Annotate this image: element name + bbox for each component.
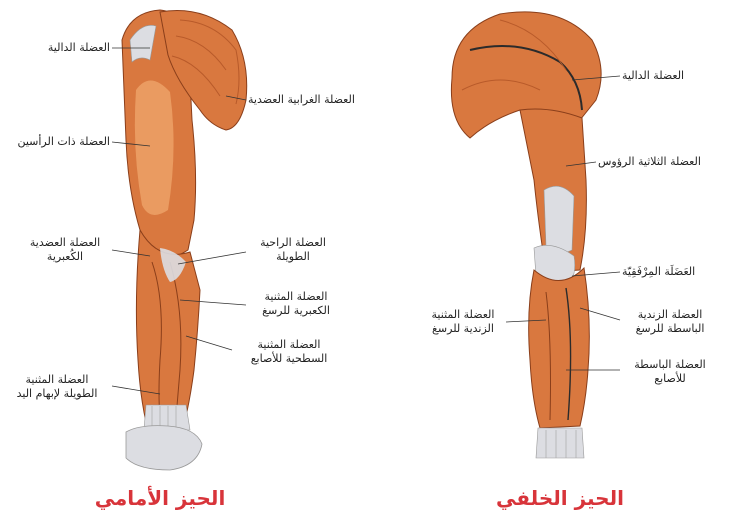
label-anterior-palmaris-longus: العضلة الراحية الطويلة: [248, 236, 338, 264]
label-line: السطحية للأصابع: [234, 352, 344, 366]
label-line: للأصابع: [622, 372, 718, 386]
label-anterior-coracobrachialis: العضلة الغرابية العضدية: [248, 93, 384, 107]
label-posterior-extensor-digitorum: العضلة الباسطة للأصابع: [622, 358, 718, 386]
label-line: العضلة المثنية: [420, 308, 506, 322]
label-posterior-anconeus: العَضَلَة المِرْفَقِيّة: [622, 265, 722, 279]
caption-posterior-compartment: الحيز الخلفي: [460, 486, 660, 510]
label-line: الطويلة: [248, 250, 338, 264]
label-anterior-brachioradialis: العضلة العضدية الكُعبرية: [20, 236, 110, 264]
label-line: العضلة المثنية: [234, 338, 344, 352]
label-line: العضلة المثنية: [2, 373, 112, 387]
label-posterior-triceps: العضلة الثلاثية الرؤوس: [598, 155, 724, 169]
label-anterior-flexor-pollicis-longus: العضلة المثنية الطويلة لإبهام اليد: [2, 373, 112, 401]
posterior-arm-figure: [451, 12, 601, 458]
label-line: الباسطة للرسغ: [622, 322, 718, 336]
label-line: العضلة المثنية: [248, 290, 344, 304]
label-posterior-extensor-carpi-ulnaris: العضلة الزندية الباسطة للرسغ: [622, 308, 718, 336]
label-line: الكعبرية للرسغ: [248, 304, 344, 318]
label-anterior-flexor-digitorum-superficialis: العضلة المثنية السطحية للأصابع: [234, 338, 344, 366]
label-anterior-deltoid: العضلة الدالية: [8, 41, 110, 55]
anterior-arm-figure: [122, 10, 247, 470]
label-line: الزندية للرسغ: [420, 322, 506, 336]
label-anterior-biceps: العضلة ذات الرأسين: [4, 135, 110, 149]
label-posterior-deltoid: العضلة الدالية: [622, 69, 722, 83]
label-line: الطويلة لإبهام اليد: [2, 387, 112, 401]
label-posterior-flexor-carpi-ulnaris: العضلة المثنية الزندية للرسغ: [420, 308, 506, 336]
label-line: العضلة الزندية: [622, 308, 718, 322]
label-line: الكُعبرية: [20, 250, 110, 264]
label-anterior-flexor-carpi-radialis: العضلة المثنية الكعبرية للرسغ: [248, 290, 344, 318]
label-line: العضلة العضدية: [20, 236, 110, 250]
label-line: العضلة الراحية: [248, 236, 338, 250]
label-line: العضلة الباسطة: [622, 358, 718, 372]
caption-anterior-compartment: الحيز الأمامي: [60, 486, 260, 510]
